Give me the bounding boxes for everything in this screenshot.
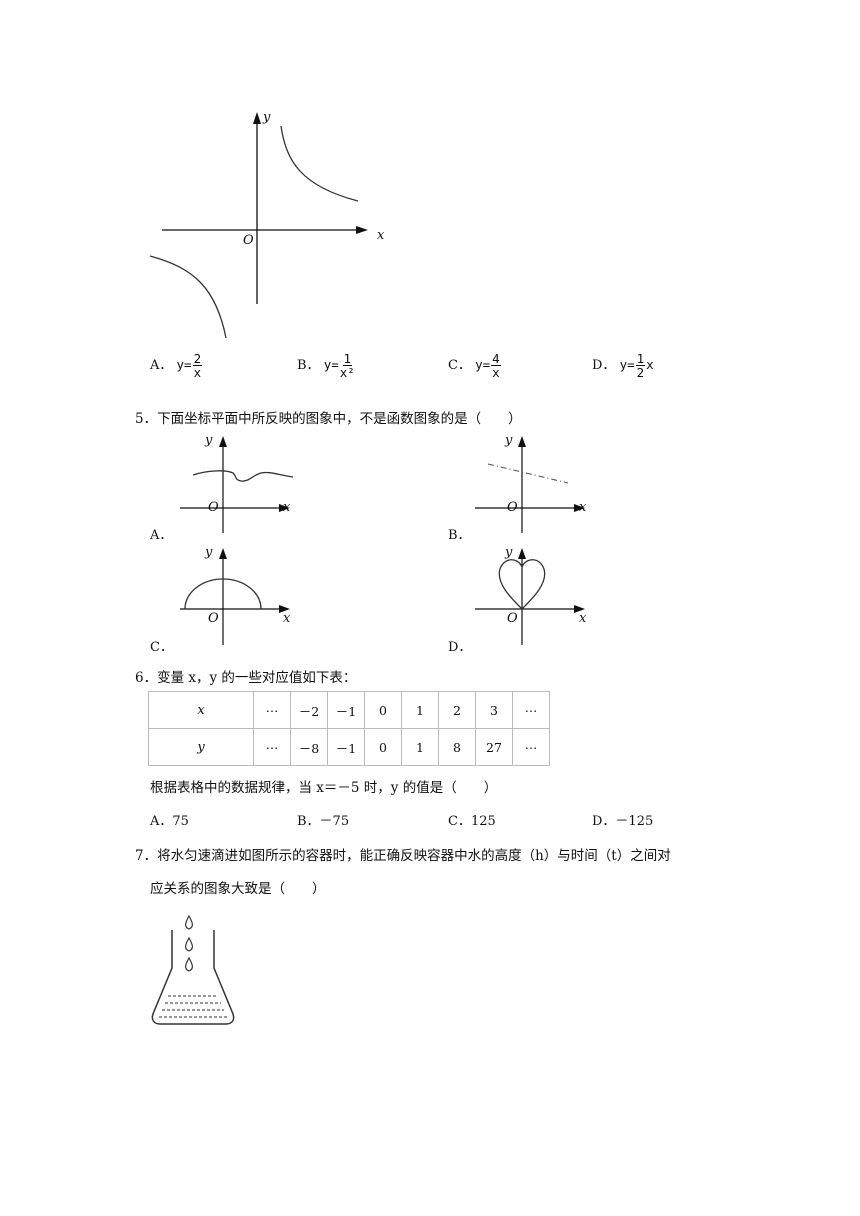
table-cell: 0: [364, 691, 402, 729]
table-cell: 27: [475, 728, 513, 766]
table-cell: －2: [290, 691, 328, 729]
water-drop-icon: [185, 914, 193, 930]
table-cell: y: [148, 728, 254, 766]
table-cell: －1: [327, 728, 365, 766]
curve-quadrant-3: [149, 255, 227, 339]
q6-option-c: C．125: [448, 814, 496, 829]
table-cell: 0: [364, 728, 402, 766]
table-cell: ⋯: [253, 691, 291, 729]
q6-value-table: x ⋯ －2 －1 0 1 2 3 ⋯ y ⋯ －8 －1 0 1 8 27 ⋯: [148, 691, 550, 766]
q5a-origin-label: O: [208, 500, 219, 515]
table-cell: －8: [290, 728, 328, 766]
q4-x-label: x: [377, 228, 385, 243]
q7-stem-line-1: 7．将水匀速滴进如图所示的容器时，能正确反映容器中水的高度（h）与时间（t）之间…: [135, 848, 671, 864]
table-cell: ⋯: [253, 728, 291, 766]
q5c-y-label: y: [205, 545, 213, 560]
q5-stem: 5．下面坐标平面中所反映的图象中，不是函数图象的是（ ）: [135, 411, 522, 427]
q5c-origin-label: O: [208, 611, 219, 626]
q6-option-d: D．－125: [592, 814, 654, 829]
q4-hyperbola-graph: [149, 112, 368, 339]
table-cell: 8: [438, 728, 476, 766]
q4-origin-label: O: [243, 233, 254, 248]
y-axis-arrow: [253, 112, 261, 124]
q7-stem-line-2: 应关系的图象大致是（ ）: [150, 881, 326, 897]
q6-stem: 6．变量 x，y 的一些对应值如下表：: [135, 670, 357, 686]
q5d-origin-label: O: [507, 611, 518, 626]
q4-y-label: y: [263, 110, 271, 125]
q6-option-b: B．－75: [297, 814, 350, 829]
table-cell: 3: [475, 691, 513, 729]
table-cell: 1: [401, 728, 439, 766]
q5-option-c-label: C．: [150, 640, 173, 655]
q6-question: 根据表格中的数据规律，当 x＝－5 时，y 的值是（ ）: [150, 780, 498, 796]
q5-option-d-label: D．: [448, 640, 472, 655]
q7-flask-figure: [151, 914, 235, 1025]
table-cell: －1: [327, 691, 365, 729]
wavy-curve: [192, 470, 294, 482]
table-cell: x: [148, 691, 254, 729]
q5c-x-label: x: [283, 611, 291, 626]
table-cell: ⋯: [512, 728, 550, 766]
heart-shape: [498, 559, 546, 610]
water-drop-icon: [185, 936, 193, 952]
table-cell: 1: [401, 691, 439, 729]
q6-option-a: A．75: [150, 814, 189, 829]
curve-quadrant-1: [280, 125, 359, 202]
q5a-x-label: x: [283, 500, 291, 515]
q5a-y-label: y: [205, 433, 213, 448]
q5d-x-label: x: [579, 611, 587, 626]
x-axis-arrow: [356, 226, 368, 234]
table-row: y ⋯ －8 －1 0 1 8 27 ⋯: [148, 728, 550, 766]
table-cell: 2: [438, 691, 476, 729]
q5-graph-d: [475, 548, 585, 645]
table-row: x ⋯ －2 －1 0 1 2 3 ⋯: [148, 691, 550, 729]
semicircle: [184, 578, 262, 610]
flask-outline: [151, 930, 235, 1025]
q5-option-b-label: B．: [448, 528, 471, 543]
q5-option-a-label: A．: [150, 528, 173, 543]
q5-graph-b: [475, 436, 585, 533]
q5b-x-label: x: [579, 500, 587, 515]
q5b-y-label: y: [505, 433, 513, 448]
water-drop-icon: [185, 956, 193, 972]
q5d-y-label: y: [505, 545, 513, 560]
q5-graph-a: [180, 436, 294, 533]
q5b-origin-label: O: [507, 500, 518, 515]
table-cell: ⋯: [512, 691, 550, 729]
q5-graph-c: [180, 548, 290, 645]
dash-dot-line: [487, 463, 569, 484]
